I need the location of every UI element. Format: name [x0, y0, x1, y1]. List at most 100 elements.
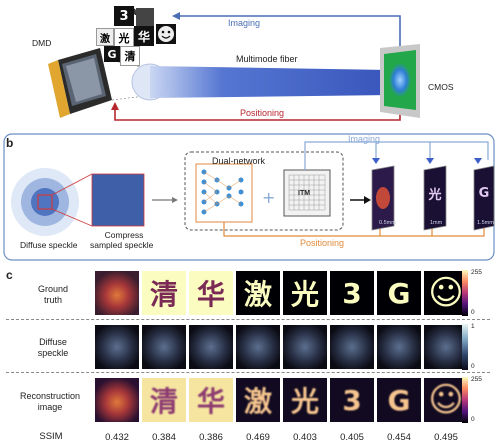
ground-truth-glyph-1: 清	[149, 278, 178, 311]
smiley-icon	[158, 26, 174, 42]
panel-a-illustration	[48, 12, 420, 121]
diffuse-speckle-label: Diffuse speckle	[20, 240, 78, 250]
ground-truth-tile-3: 激	[236, 271, 280, 315]
recon-tile-6: G	[377, 378, 421, 422]
colorbar-3	[462, 377, 468, 423]
position-0-5mm: 0.5mm	[379, 220, 396, 226]
ssim-value-1: 0.384	[152, 432, 176, 443]
dmd-tile-smiley	[156, 24, 176, 44]
itm-grid-icon	[283, 169, 331, 217]
recon-tile-0	[95, 378, 139, 422]
dmd-tile-hua: 华	[134, 26, 154, 46]
recon-glyph-1: 清	[149, 385, 178, 418]
ground-truth-glyph-5: 3	[342, 276, 362, 310]
output-slab-1	[371, 165, 395, 231]
row-label-reconstruction: Reconstruction image	[19, 391, 81, 412]
row-label-diffuse-speckle: Diffuse speckle	[37, 337, 69, 358]
ssim-value-0: 0.432	[105, 432, 129, 443]
compress-label-2: sampled speckle	[90, 240, 154, 250]
recon-tile-7: ☺	[424, 378, 468, 422]
dmd-image-stack: 3 激 光 华 G 清	[96, 6, 176, 66]
ground-truth-tile-4: 光	[283, 271, 327, 315]
output-glyph-guang: 光	[428, 187, 442, 203]
position-1-5mm: 1.5mm	[477, 220, 494, 226]
colorbar-2	[462, 324, 468, 370]
colorbar-2-max: 1	[471, 323, 475, 330]
dmd-device	[48, 48, 112, 118]
speckle-tile-3	[236, 325, 280, 369]
compress-label-1: Compress	[104, 230, 144, 240]
colorbar-3-min: 0	[471, 416, 475, 423]
recon-glyph-4: 光	[290, 385, 319, 418]
recon-glyph-2: 华	[196, 385, 225, 418]
recon-tile-2: 华	[189, 378, 233, 422]
recon-tile-3: 激	[236, 378, 280, 422]
fiber-label: Multimode fiber	[236, 54, 298, 64]
speckle-tile-4	[283, 325, 327, 369]
ground-truth-glyph-3: 激	[243, 278, 272, 311]
dmd-tile-qing: 清	[120, 46, 140, 66]
ground-truth-tile-5: 3	[330, 271, 374, 315]
recon-glyph-3: 激	[243, 385, 272, 418]
separator-1	[6, 319, 490, 320]
separator-2	[6, 372, 490, 373]
ssim-value-4: 0.403	[293, 432, 317, 443]
dmd-tile-noise	[136, 8, 154, 26]
ground-truth-tile-7: ☺	[424, 271, 468, 315]
colorbar-1	[462, 270, 468, 316]
positioning-label-b: Positioning	[300, 238, 345, 248]
output-glyph-g: G	[478, 185, 490, 201]
fiber-beam	[150, 66, 390, 98]
output-slab-3	[473, 165, 495, 231]
output-slab-2	[423, 165, 447, 231]
recon-tile-4: 光	[283, 378, 327, 422]
colorbar-1-min: 0	[471, 309, 475, 316]
recon-glyph-7: ☺	[428, 380, 464, 420]
panel-c-label: c	[6, 268, 13, 282]
imaging-arrow	[172, 12, 401, 48]
ssim-value-7: 0.495	[434, 432, 458, 443]
dmd-tile-ji: 激	[96, 28, 114, 46]
ssim-value-6: 0.454	[387, 432, 411, 443]
dual-network-label: Dual-network	[212, 156, 266, 166]
row-label-ssim: SSIM	[39, 431, 63, 442]
imaging-label-b: Imaging	[348, 134, 381, 144]
dmd-label: DMD	[32, 38, 52, 48]
itm-label: ITM	[298, 190, 311, 197]
dmd-tile-3: 3	[114, 6, 134, 26]
speckle-tile-1	[142, 325, 186, 369]
ground-truth-tile-1: 清	[142, 271, 186, 315]
recon-tile-5: 3	[330, 378, 374, 422]
recon-glyph-5: 3	[342, 383, 362, 417]
cmos-sensor	[380, 44, 420, 118]
ground-truth-glyph-2: 华	[196, 278, 225, 311]
recon-tile-1: 清	[142, 378, 186, 422]
compressed-speckle	[92, 174, 144, 226]
ground-truth-glyph-0	[95, 271, 139, 315]
colorbar-3-max: 255	[471, 376, 482, 383]
speckle-tile-6	[377, 325, 421, 369]
imaging-label-a: Imaging	[228, 18, 261, 28]
ground-truth-glyph-4: 光	[290, 278, 319, 311]
plus-icon: +	[262, 188, 275, 207]
diffuse-speckle-cloud	[11, 168, 79, 236]
speckle-tile-5	[330, 325, 374, 369]
ground-truth-tile-6: G	[377, 271, 421, 315]
speckle-tile-7	[424, 325, 468, 369]
dmd-tile-g: G	[104, 46, 120, 62]
ssim-value-2: 0.386	[199, 432, 223, 443]
colorbar-1-max: 255	[471, 269, 482, 276]
position-1mm: 1mm	[430, 220, 443, 226]
cmos-label: CMOS	[428, 82, 454, 92]
ground-truth-tile-0	[95, 271, 139, 315]
speckle-tile-2	[189, 325, 233, 369]
panel-b-illustration: +	[3, 133, 495, 261]
row-label-ground-truth: Ground truth	[37, 284, 69, 305]
speckle-tile-0	[95, 325, 139, 369]
positioning-label-a: Positioning	[240, 108, 285, 118]
ssim-value-3: 0.469	[246, 432, 270, 443]
recon-glyph-0	[95, 378, 139, 422]
ground-truth-glyph-6: G	[387, 276, 411, 310]
ssim-value-5: 0.405	[340, 432, 364, 443]
ground-truth-tile-2: 华	[189, 271, 233, 315]
